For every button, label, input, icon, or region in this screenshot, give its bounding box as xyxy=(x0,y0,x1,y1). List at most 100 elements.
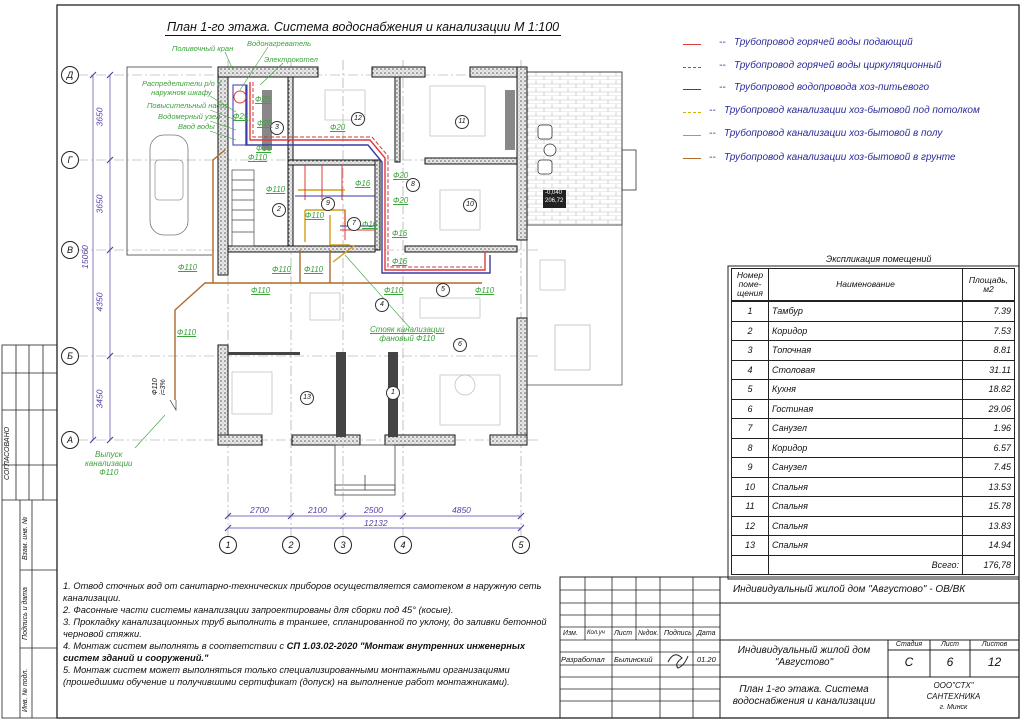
room-number: 6 xyxy=(453,338,467,352)
sheet-label: Лист xyxy=(940,641,960,648)
label-distributors-line: наружном шкафу xyxy=(151,88,212,97)
room-number-cell: 2 xyxy=(731,320,769,341)
label-distributors-line: Распределители р/о в xyxy=(142,79,221,88)
room-area-cell: 7.53 xyxy=(962,320,1015,341)
room-name-cell: Топочная xyxy=(768,340,963,361)
legend-dash: -- xyxy=(709,105,716,116)
axis-col-marker: 3 xyxy=(334,536,352,554)
pipe-diameter-label: Ф16 xyxy=(256,144,272,153)
legend-item: -- Трубопровод канализации хоз-бытовой п… xyxy=(709,105,980,116)
axis-col-marker: 1 xyxy=(219,536,237,554)
sheets-value: 12 xyxy=(987,655,1002,669)
room-area-cell: 8.81 xyxy=(962,340,1015,361)
room-number: 9 xyxy=(321,197,335,211)
pipe-diameter-label: Ф110 xyxy=(304,265,324,274)
hot-water-pipe xyxy=(249,82,486,271)
pipe-diameter-label: Ф110 xyxy=(384,286,404,295)
pipe-diameter-label: Ф16 xyxy=(392,257,408,266)
label-water-heater: Водонагреватель xyxy=(247,39,312,48)
outlet-callout-line: Выпуск xyxy=(95,450,123,459)
legend-label: Трубопровод горячей воды циркуляционный xyxy=(734,60,942,71)
dimension-total-vertical: 15060 xyxy=(79,245,90,269)
tb-col-header: Дата xyxy=(697,630,716,637)
room-name-cell: Спальня xyxy=(768,515,963,536)
legend-swatch-hot xyxy=(683,44,701,45)
room-name-cell: Кухня xyxy=(768,379,963,400)
date: 01.20 xyxy=(697,655,716,664)
room-area-cell: 6.57 xyxy=(962,437,1015,458)
room-name-cell: Коридор xyxy=(768,437,963,458)
room-number: 7 xyxy=(347,217,361,231)
garage xyxy=(126,66,212,256)
legend-item: -- Трубопровод горячей воды циркуляционн… xyxy=(719,60,942,71)
note: 2. Фасонные части системы канализации за… xyxy=(63,605,454,615)
sheet-value: 6 xyxy=(946,655,954,669)
tb-col-header: Кол.уч xyxy=(587,630,605,636)
pipe-diameter-label: Ф110 xyxy=(272,265,292,274)
room-number: 3 xyxy=(270,121,284,135)
axis-row-marker: Г xyxy=(61,151,79,169)
room-area-cell: 31.11 xyxy=(962,359,1015,380)
dimension-text: 2100 xyxy=(308,505,327,515)
object-name-line: "Августово" xyxy=(774,657,834,668)
sewer-ground-pipe xyxy=(174,282,482,400)
legend-label: Трубопровод горячей воды подающий xyxy=(734,37,913,48)
pipe-diameter-label: Ф110 xyxy=(475,286,495,295)
room-number-cell: 11 xyxy=(731,496,769,517)
note-standard-reference: СП 1.03.02-2020 "Монтаж внутренних инжен… xyxy=(63,641,525,663)
room-number-cell: 5 xyxy=(731,379,769,400)
dimension-text: 4350 xyxy=(94,292,105,312)
explication-table: Номер поме- щения Наименование Площадь, … xyxy=(731,268,1015,575)
axis-col-marker: 2 xyxy=(282,536,300,554)
total-row: Всего:176,78 xyxy=(731,554,1015,575)
dimension-text: 2700 xyxy=(250,505,269,515)
total-label: Всего: xyxy=(768,554,963,575)
legend-item: -- Трубопровод водопровода хоз-питьевого xyxy=(719,82,929,93)
stage-value: С xyxy=(904,655,914,669)
pipe-diameter-label: Ф25 xyxy=(257,119,273,128)
pipe-diameter-label: Ф110 xyxy=(266,185,286,194)
room-number: 8 xyxy=(406,178,420,192)
sheets-label: Листов xyxy=(981,641,1008,648)
walls xyxy=(217,66,528,446)
room-area-cell: 15.78 xyxy=(962,496,1015,517)
pipe-diameter-label: Ф20 xyxy=(393,196,409,205)
pipe-diameter-label: Ф20 xyxy=(255,95,271,104)
object-name-line: Индивидуальный жилой дом xyxy=(737,645,871,656)
dimension-text: 4850 xyxy=(452,505,471,515)
axis-col-marker: 4 xyxy=(394,536,412,554)
room-area-cell: 1.96 xyxy=(962,418,1015,439)
note: 3. Прокладку канализационных труб выполн… xyxy=(63,617,547,639)
legend-swatch-cold xyxy=(683,89,701,90)
legend-label: Трубопровод канализации хоз-бытовой под … xyxy=(724,105,980,116)
pipe-diameter-label: Ф110 xyxy=(177,328,197,337)
legend-swatch-sewer-ground xyxy=(683,158,701,159)
pipe-diameter-label: Ф110 xyxy=(305,211,325,220)
room-number: 11 xyxy=(455,115,469,129)
room-number-cell: 1 xyxy=(731,300,769,322)
room-area-cell: 13.83 xyxy=(962,515,1015,536)
leader-lines xyxy=(134,46,411,449)
label-water-inlet: Ввод воды xyxy=(178,122,215,131)
room-number-cell: 10 xyxy=(731,476,769,497)
axis-row-marker: Б xyxy=(61,347,79,365)
legend-dash: -- xyxy=(709,152,716,163)
room-number: 4 xyxy=(375,298,389,312)
room-number: 13 xyxy=(300,391,314,405)
tb-col-header: Подпись xyxy=(664,630,692,637)
column-header: Наименование xyxy=(768,268,963,302)
pipe-diameter-label: Ф20 xyxy=(330,123,346,132)
room-number-cell: 3 xyxy=(731,340,769,361)
column-header: Площадь, м2 xyxy=(962,268,1015,302)
pipe-diameter-label: Ф25 xyxy=(233,112,249,121)
